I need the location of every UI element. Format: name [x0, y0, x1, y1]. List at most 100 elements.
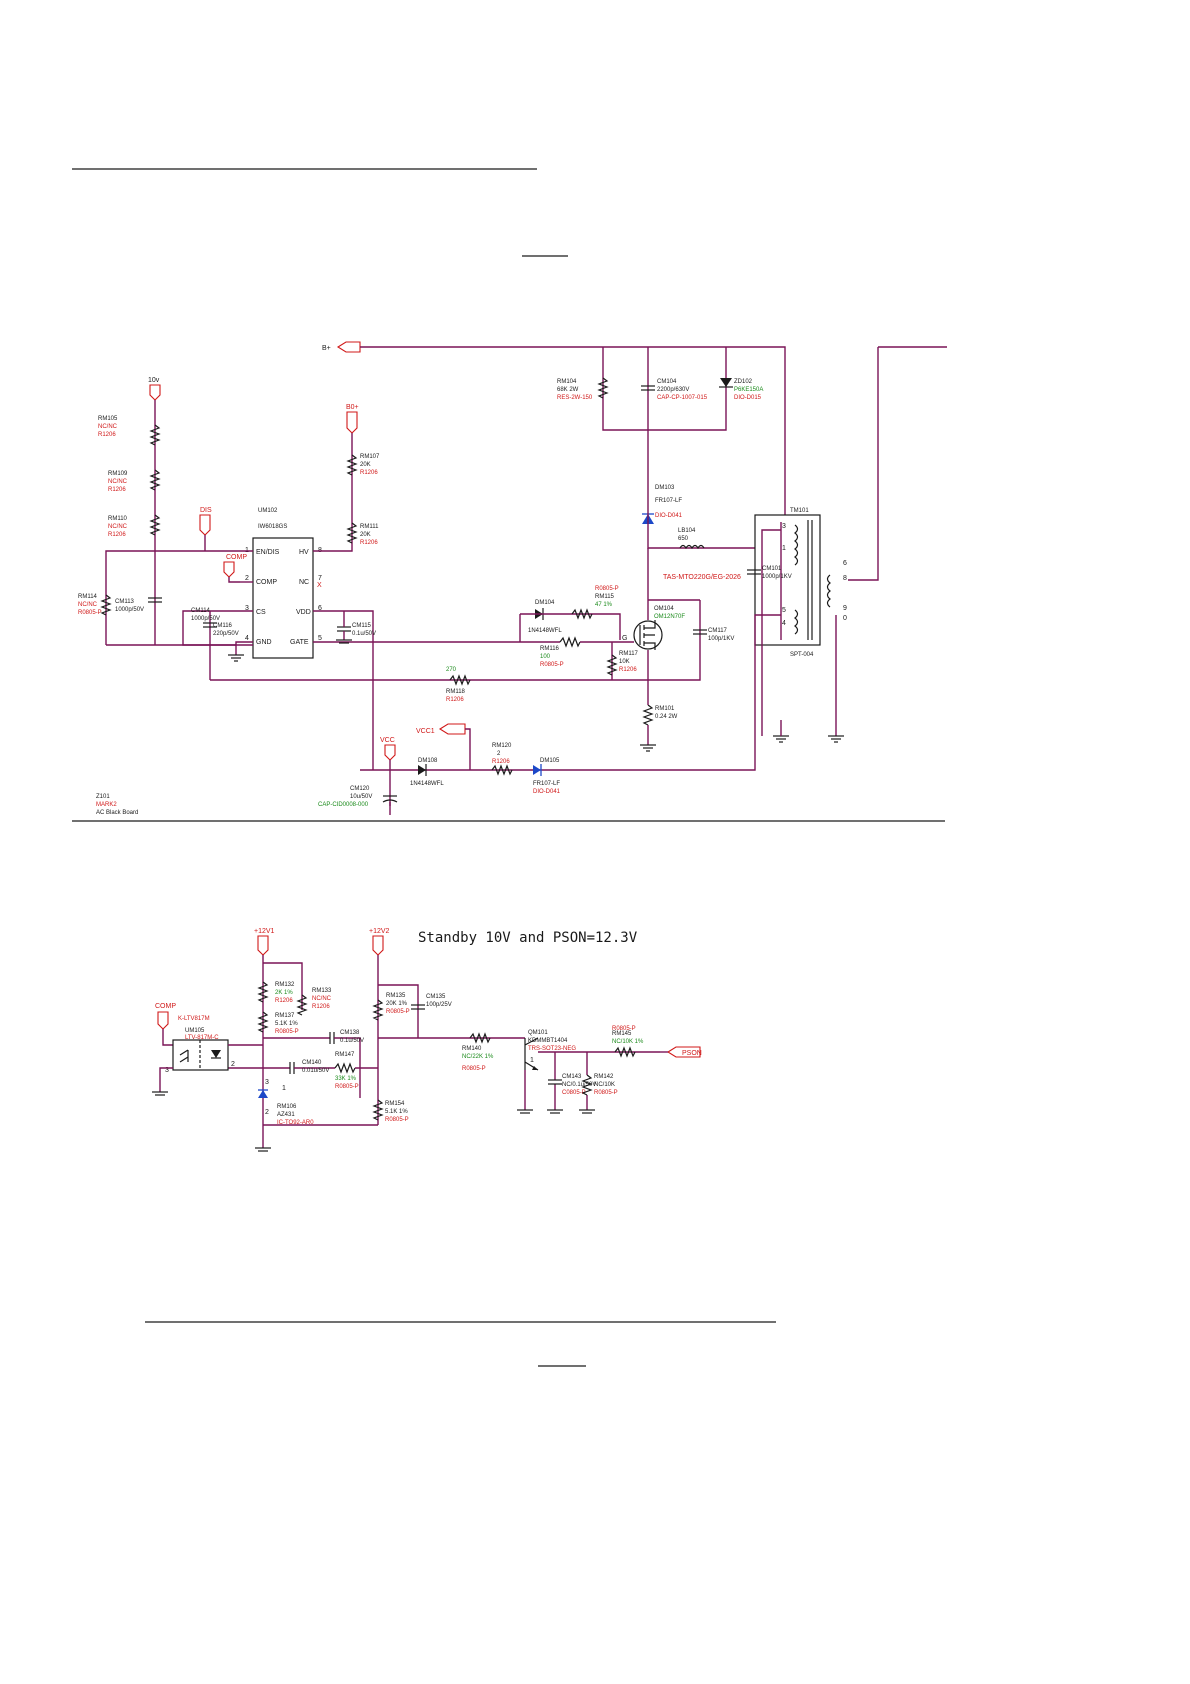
ground-az431	[255, 1147, 271, 1152]
om104-mosfet	[633, 620, 663, 650]
rm115-resistor	[571, 608, 593, 620]
svg-text:RM110: RM110	[108, 516, 128, 522]
svg-text:R1206: R1206	[312, 1004, 330, 1010]
svg-text:NC/NC: NC/NC	[108, 524, 128, 530]
svg-text:RM132: RM132	[275, 982, 295, 988]
comp-tag	[223, 561, 235, 578]
svg-text:0: 0	[843, 615, 847, 622]
svg-text:1000p/50V: 1000p/50V	[191, 616, 220, 622]
ten-v-label: 10v	[148, 377, 160, 384]
rm110-resistor	[149, 514, 161, 536]
ground-opto	[152, 1091, 168, 1096]
svg-text:R1206: R1206	[360, 540, 378, 546]
svg-text:100p/25V: 100p/25V	[426, 1002, 452, 1008]
rm145-resistor	[614, 1046, 636, 1058]
svg-text:NC/NC: NC/NC	[98, 424, 118, 430]
bo-plus-tag	[346, 411, 358, 434]
upper-schematic: B+ RM104 68K 2W RES-2W-150 CM104 2200p/6…	[78, 341, 947, 816]
cm101-value: 1000p/1KV	[762, 574, 792, 580]
om104-ref: OM104	[654, 606, 674, 612]
svg-text:5: 5	[318, 635, 322, 642]
rm120-resistor	[491, 764, 513, 776]
svg-text:RM142: RM142	[594, 1074, 614, 1080]
lb104-inductor	[679, 544, 705, 550]
svg-text:1: 1	[282, 1085, 286, 1092]
svg-text:4: 4	[782, 620, 786, 627]
ground-tm-a	[773, 735, 789, 743]
svg-text:NC/NC: NC/NC	[78, 602, 98, 608]
svg-text:QM101: QM101	[528, 1030, 548, 1036]
rm142-resistor	[581, 1074, 593, 1096]
svg-text:R1206: R1206	[446, 697, 464, 703]
svg-text:CM116: CM116	[213, 623, 233, 629]
svg-text:10K: 10K	[619, 659, 630, 665]
svg-text:RM105: RM105	[98, 416, 118, 422]
svg-text:2: 2	[265, 1109, 269, 1116]
svg-text:RM133: RM133	[312, 988, 332, 994]
svg-text:CM138: CM138	[340, 1030, 360, 1036]
zd102-value: P6KE150A	[734, 387, 763, 393]
svg-text:R0805-P: R0805-P	[335, 1084, 359, 1090]
svg-text:AZ431: AZ431	[277, 1112, 295, 1118]
svg-text:CM143: CM143	[562, 1074, 582, 1080]
tm101-outline	[754, 514, 821, 646]
svg-text:RM135: RM135	[386, 993, 406, 999]
svg-text:4: 4	[245, 635, 249, 642]
svg-text:R0805-P: R0805-P	[386, 1009, 410, 1015]
rm154-resistor	[372, 1099, 384, 1121]
tm101-winding-a	[794, 524, 799, 566]
svg-text:2K 1%: 2K 1%	[275, 990, 293, 996]
svg-text:3: 3	[265, 1079, 269, 1086]
svg-text:10u/50V: 10u/50V	[350, 794, 372, 800]
v12-2-label: +12V2	[369, 928, 390, 935]
ground-rm101	[640, 744, 656, 752]
k-ltv-label: K-LTV817M	[178, 1016, 210, 1022]
svg-text:R1206: R1206	[98, 432, 116, 438]
ic-pin-vdd: VDD	[296, 609, 311, 616]
rm132-resistor	[257, 981, 269, 1003]
tas-label: TAS-MTO220G/EG-2026	[663, 574, 741, 581]
dm103-pkg: DIO-D041	[655, 513, 683, 519]
svg-text:TRS-SOT23-NEG: TRS-SOT23-NEG	[528, 1046, 576, 1052]
rm137-resistor	[257, 1011, 269, 1033]
rm135-resistor	[372, 999, 384, 1021]
svg-text:NC/NC: NC/NC	[312, 996, 332, 1002]
gate-label: G	[622, 635, 627, 642]
dis-label: DIS	[200, 507, 212, 514]
svg-text:RM117: RM117	[619, 651, 639, 657]
svg-text:DM105: DM105	[540, 758, 560, 764]
ground-ic	[228, 654, 244, 662]
svg-text:RM145: RM145	[612, 1031, 632, 1037]
svg-text:2: 2	[245, 575, 249, 582]
ic-pin-nc: NC	[299, 579, 309, 586]
rm101-value: 0.24 2W	[655, 714, 678, 720]
svg-text:R0805-P: R0805-P	[78, 610, 102, 616]
tm101-winding-b	[794, 609, 799, 635]
rm101-resistor	[642, 704, 654, 726]
zd102-ref: ZD102	[734, 379, 753, 385]
svg-text:RM109: RM109	[108, 471, 128, 477]
zd102-diode	[720, 378, 732, 387]
svg-text:1N4148WFL: 1N4148WFL	[410, 781, 444, 787]
cm104-pkg: CAP-CP-1007-015	[657, 395, 708, 401]
ic-pin-gate: GATE	[290, 639, 309, 646]
svg-text:6: 6	[318, 605, 322, 612]
comp-label: COMP	[226, 554, 247, 561]
vcc1-label: VCC1	[416, 728, 435, 735]
cm117-ref: CM117	[708, 628, 728, 634]
nc-x-mark: X	[317, 582, 322, 589]
svg-text:R0805-P: R0805-P	[540, 662, 564, 668]
lower-comp-tag	[157, 1011, 169, 1030]
rm118-resistor	[449, 674, 471, 686]
svg-text:FR107-LF: FR107-LF	[533, 781, 560, 787]
svg-text:R1206: R1206	[108, 487, 126, 493]
svg-text:6: 6	[843, 560, 847, 567]
svg-text:5.1K 1%: 5.1K 1%	[385, 1109, 408, 1115]
lower-comp-label: COMP	[155, 1003, 176, 1010]
dm108-diode	[418, 765, 426, 775]
svg-text:9: 9	[843, 605, 847, 612]
svg-text:RM120: RM120	[492, 743, 512, 749]
b-plus-label: B+	[322, 345, 331, 352]
standby-note: Standby 10V and PSON=12.3V	[418, 930, 638, 946]
